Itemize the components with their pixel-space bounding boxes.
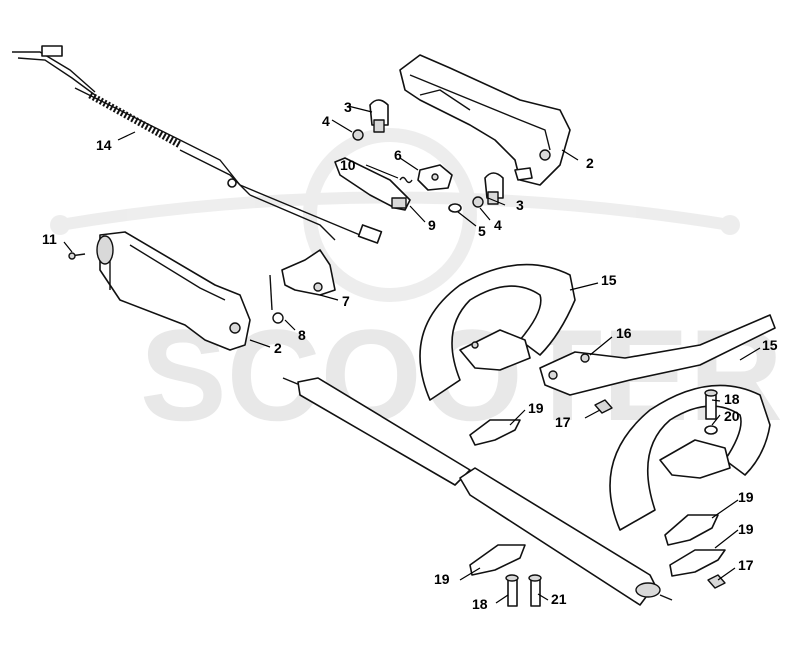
spring-10 — [399, 176, 413, 184]
callout-4-lower: 4 — [494, 217, 502, 233]
clamp-19-a — [469, 419, 521, 446]
callout-20: 20 — [724, 408, 740, 424]
bolt-18-right — [704, 389, 718, 420]
callout-9: 9 — [428, 217, 436, 233]
loop-handle-right — [609, 384, 771, 531]
callout-18-right: 18 — [724, 391, 740, 407]
callout-15-right: 15 — [762, 337, 778, 353]
callout-5: 5 — [478, 223, 486, 239]
callout-8: 8 — [298, 327, 306, 343]
leader-lines — [63, 105, 761, 604]
handle-bar-16 — [539, 314, 776, 396]
loop-handle-left — [419, 263, 576, 401]
callout-19-d: 19 — [434, 571, 450, 587]
callout-11: 11 — [42, 231, 57, 247]
callout-2: 2 — [586, 155, 594, 171]
callout-19: 19 — [528, 400, 544, 416]
callout-19-c: 19 — [738, 521, 754, 537]
callout-21: 21 — [551, 591, 567, 607]
bolt-18-bottom — [505, 574, 519, 607]
callout-3-lower: 3 — [516, 197, 524, 213]
callout-17: 17 — [555, 414, 571, 430]
callout-17-lower: 17 — [738, 557, 754, 573]
screw-4-lower — [472, 196, 484, 208]
clamp-upper — [369, 99, 389, 133]
control-handle-upper — [399, 54, 571, 186]
callout-3: 3 — [344, 99, 352, 115]
callout-10: 10 — [340, 157, 356, 173]
bolt-21 — [528, 574, 542, 607]
switch-6 — [417, 164, 453, 191]
callout-labels: 3 4 14 2 6 10 9 5 3 4 11 7 8 2 15 16 15 … — [42, 99, 778, 612]
torsion-spring-8 — [269, 274, 284, 324]
clamp-19-b — [664, 514, 719, 546]
callout-4: 4 — [322, 113, 330, 129]
callout-16: 16 — [616, 325, 632, 341]
callout-19-b: 19 — [738, 489, 754, 505]
clamp-19-c — [669, 549, 726, 577]
throttle-cable — [12, 45, 383, 244]
callout-6: 6 — [394, 147, 402, 163]
throttle-trigger-9 — [334, 157, 411, 211]
callout-7: 7 — [342, 293, 350, 309]
washer-20 — [704, 425, 718, 435]
callout-2-lower: 2 — [274, 340, 282, 356]
clamp-19-d — [469, 544, 526, 576]
control-handle-lower — [96, 231, 251, 351]
screw-4-upper — [352, 129, 364, 141]
screw-11 — [68, 252, 86, 260]
trigger-lockout-7 — [281, 249, 336, 296]
callout-14: 14 — [96, 137, 112, 153]
callout-18-bottom: 18 — [472, 596, 488, 612]
spring-5 — [448, 203, 462, 213]
callout-15: 15 — [601, 272, 617, 288]
drive-tube — [282, 377, 673, 606]
